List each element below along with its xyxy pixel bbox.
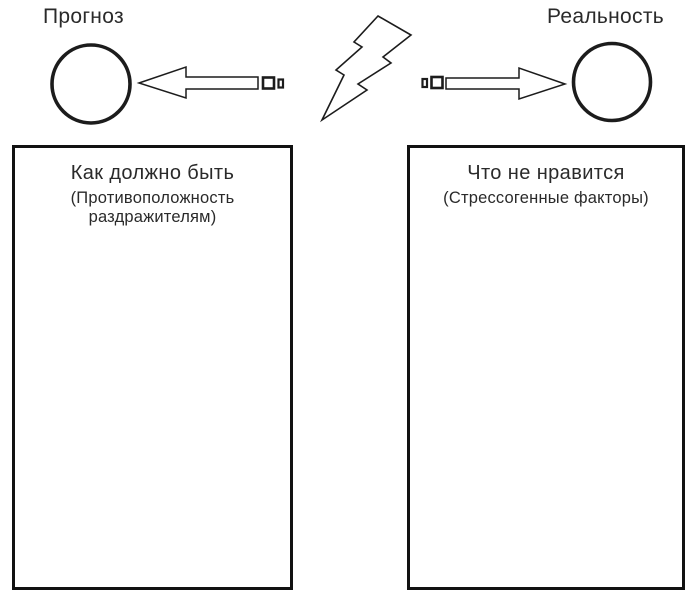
forecast-box-title: Как должно быть xyxy=(70,162,235,184)
reality-circle-icon xyxy=(571,41,653,123)
block-arrow-left-icon xyxy=(136,65,259,100)
reality-box-title: Что не нравится xyxy=(467,162,625,184)
small-square-icon xyxy=(430,75,444,90)
forecast-circle-icon xyxy=(50,43,132,125)
forecast-box: Как должно быть (Противоположность раздр… xyxy=(12,145,293,590)
lightning-bolt-icon xyxy=(319,14,413,123)
reality-box-subtitle: (Стрессогенные факторы) xyxy=(443,189,649,207)
reality-box: Что не нравится (Стрессогенные факторы) xyxy=(407,145,685,590)
block-arrow-right-icon xyxy=(445,66,568,101)
small-square-icon xyxy=(277,78,285,89)
small-square-icon xyxy=(421,77,429,89)
small-square-icon xyxy=(261,76,276,90)
forecast-box-subtitle: (Противоположность раздражителям) xyxy=(70,189,235,226)
reality-label: Реальность xyxy=(547,5,664,28)
forecast-label: Прогноз xyxy=(43,5,124,28)
